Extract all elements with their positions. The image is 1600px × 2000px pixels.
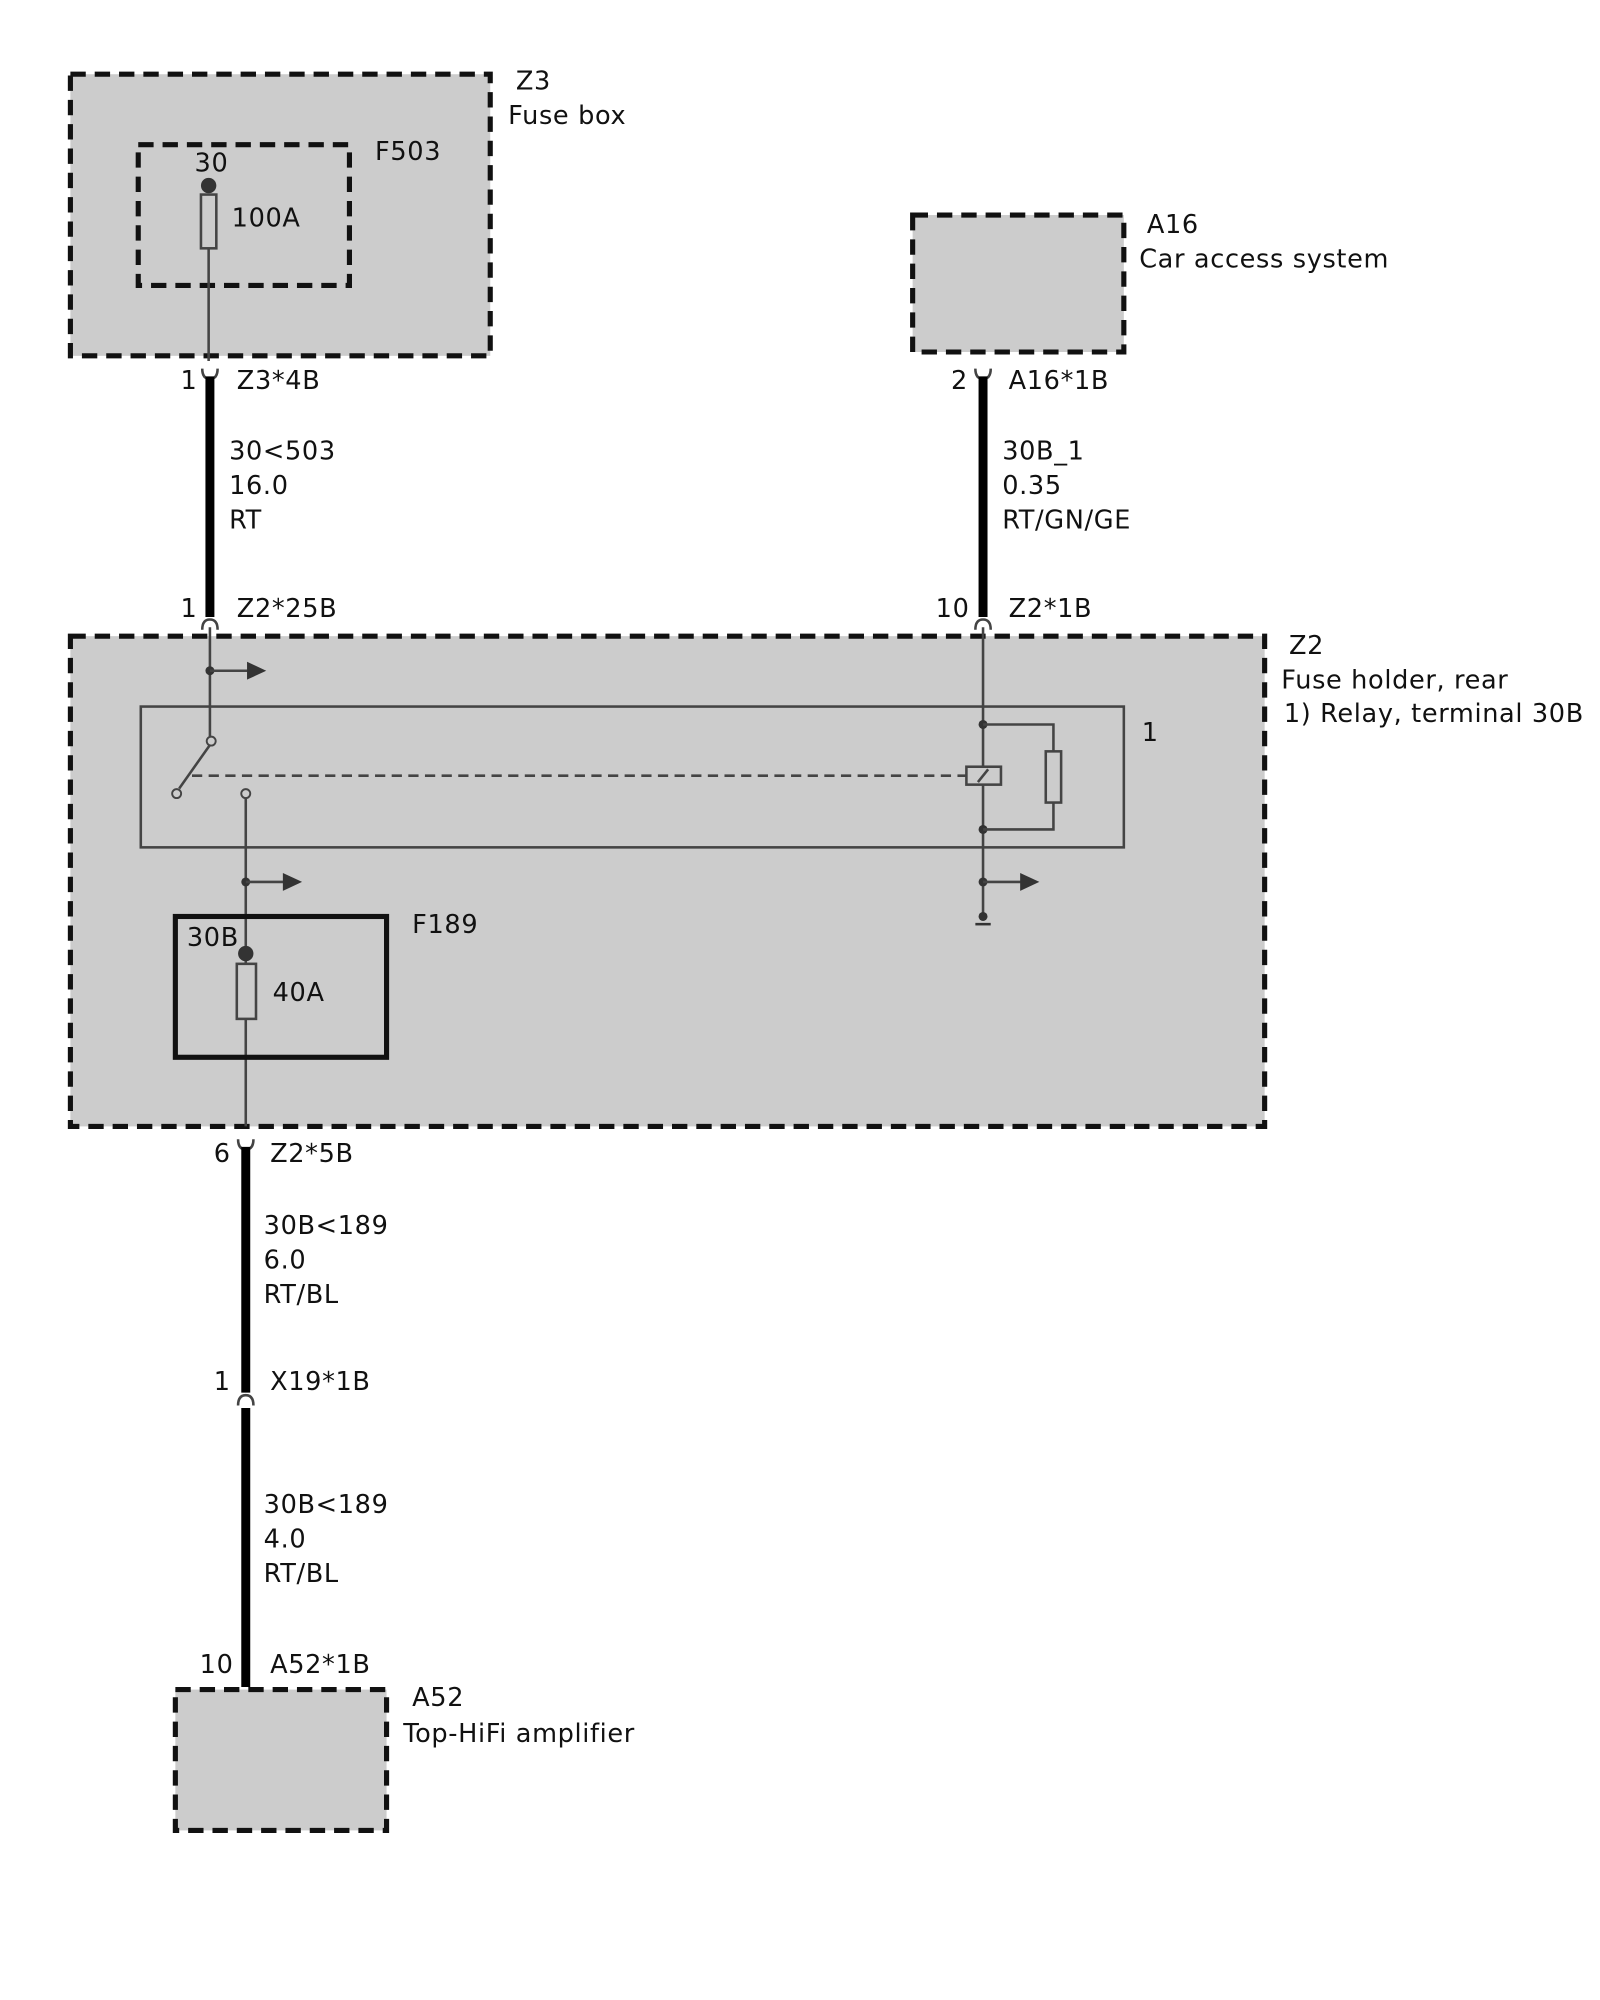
z2-25b-pin: 1 — [180, 594, 197, 624]
f189-terminal: 30B — [187, 923, 239, 953]
relay-ref: 1 — [1142, 718, 1159, 748]
fuse-icon — [235, 962, 258, 1021]
relay-switch — [178, 744, 211, 790]
x19-1b-pin: 1 — [214, 1367, 231, 1397]
w2-color: RT/GN/GE — [1002, 506, 1131, 536]
w4-size: 4.0 — [264, 1525, 307, 1555]
z2-id: Z2 — [1289, 631, 1324, 661]
a16-1b-pin: 2 — [951, 366, 968, 396]
component-z2: Z2 Fuse holder, rear 1) Relay, terminal … — [67, 627, 1584, 1129]
component-a16: A16 Car access system — [910, 210, 1389, 355]
f503-rating: 100A — [232, 204, 301, 234]
z2-name: Fuse holder, rear — [1281, 666, 1508, 696]
w3-color: RT/BL — [264, 1280, 339, 1310]
f189-id: F189 — [412, 910, 478, 940]
relay-box — [139, 705, 1126, 849]
z2-1b-name: Z2*1B — [1009, 594, 1093, 624]
z2-5b-pin: 6 — [214, 1139, 231, 1169]
x19-1b-name: X19*1B — [270, 1367, 371, 1397]
w3-signal: 30B<189 — [264, 1211, 389, 1241]
w4-signal: 30B<189 — [264, 1490, 389, 1520]
wire-30-503: 1 Z3*4B 30<503 16.0 RT 1 Z2*25B — [180, 366, 337, 630]
a16-name: Car access system — [1139, 245, 1389, 275]
z3-4b-name: Z3*4B — [237, 366, 321, 396]
z2-note: 1) Relay, terminal 30B — [1284, 699, 1584, 729]
z3-name: Fuse box — [508, 101, 626, 131]
component-a52: A52 Top-HiFi amplifier — [172, 1683, 635, 1833]
f503-terminal: 30 — [195, 149, 229, 179]
z3-id: Z3 — [516, 67, 551, 97]
a16-1b-name: A16*1B — [1009, 366, 1110, 396]
a52-1b-pin: 10 — [200, 1650, 234, 1680]
a16-box[interactable] — [910, 212, 1127, 355]
arrow-icon — [247, 661, 267, 680]
a52-box[interactable] — [172, 1687, 390, 1833]
w2-signal: 30B_1 — [1002, 437, 1084, 467]
wire-30b-1: 2 A16*1B 30B_1 0.35 RT/GN/GE 10 Z2*1B — [936, 366, 1131, 630]
w1-signal: 30<503 — [229, 437, 336, 467]
resistor-icon — [1044, 750, 1063, 804]
wire-30b-189: 6 Z2*5B 30B<189 6.0 RT/BL 1 X19*1B 30B<1… — [200, 1139, 389, 1688]
f189-box — [172, 913, 390, 1060]
f503-box — [135, 142, 352, 288]
a16-id: A16 — [1147, 210, 1199, 240]
component-z3: Z3 Fuse box F503 30 100A — [67, 67, 626, 361]
w1-color: RT — [229, 506, 262, 536]
w1-size: 16.0 — [229, 471, 289, 501]
z2-5b-name: Z2*5B — [270, 1139, 354, 1169]
arrow-icon — [282, 872, 303, 891]
a52-name: Top-HiFi amplifier — [402, 1719, 635, 1749]
z2-25b-name: Z2*25B — [237, 594, 338, 624]
w4-color: RT/BL — [264, 1559, 339, 1589]
z2-1b-pin: 10 — [936, 594, 970, 624]
a52-id: A52 — [412, 1683, 464, 1713]
terminal-dot — [200, 177, 217, 194]
w2-size: 0.35 — [1002, 471, 1062, 501]
f503-id: F503 — [375, 137, 441, 167]
z3-4b-pin: 1 — [180, 366, 197, 396]
w3-size: 6.0 — [264, 1245, 307, 1275]
arrow-icon — [1020, 872, 1040, 891]
f189-rating: 40A — [273, 978, 325, 1008]
a52-1b-name: A52*1B — [270, 1650, 371, 1680]
